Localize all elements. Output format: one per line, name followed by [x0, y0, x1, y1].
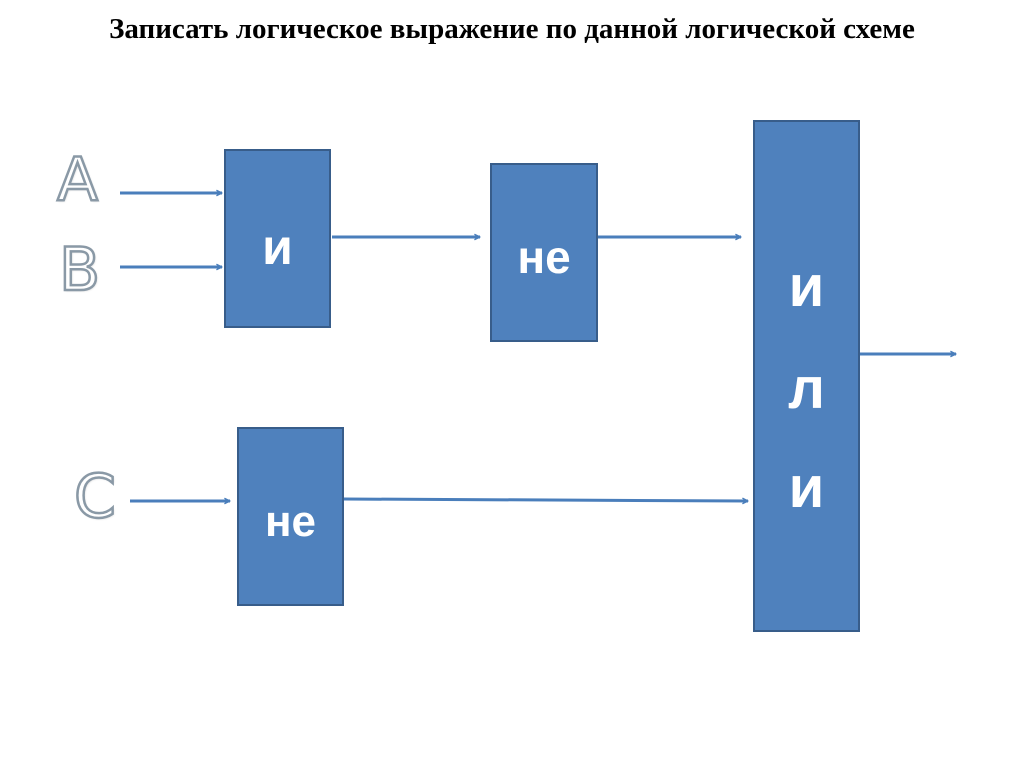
wire-not-to-or-bottom: [343, 497, 748, 501]
input-label-b: В: [58, 235, 102, 305]
or-gate-label-2: л: [788, 356, 825, 421]
not-gate-top: не: [490, 163, 598, 342]
page-title: Записать логическое выражение по данной …: [109, 13, 915, 45]
input-label-c: С: [73, 462, 117, 532]
not-gate-bottom-label: не: [264, 497, 317, 546]
or-gate-label-1: и: [788, 254, 825, 319]
or-gate-label-3: и: [788, 455, 825, 520]
input-label-a: А: [56, 145, 100, 215]
not-gate-bottom: не: [237, 427, 344, 606]
or-gate: и л и: [753, 120, 860, 632]
and-gate: и: [224, 149, 331, 328]
not-gate-top-label: не: [517, 231, 571, 283]
and-gate-label: и: [262, 219, 293, 275]
